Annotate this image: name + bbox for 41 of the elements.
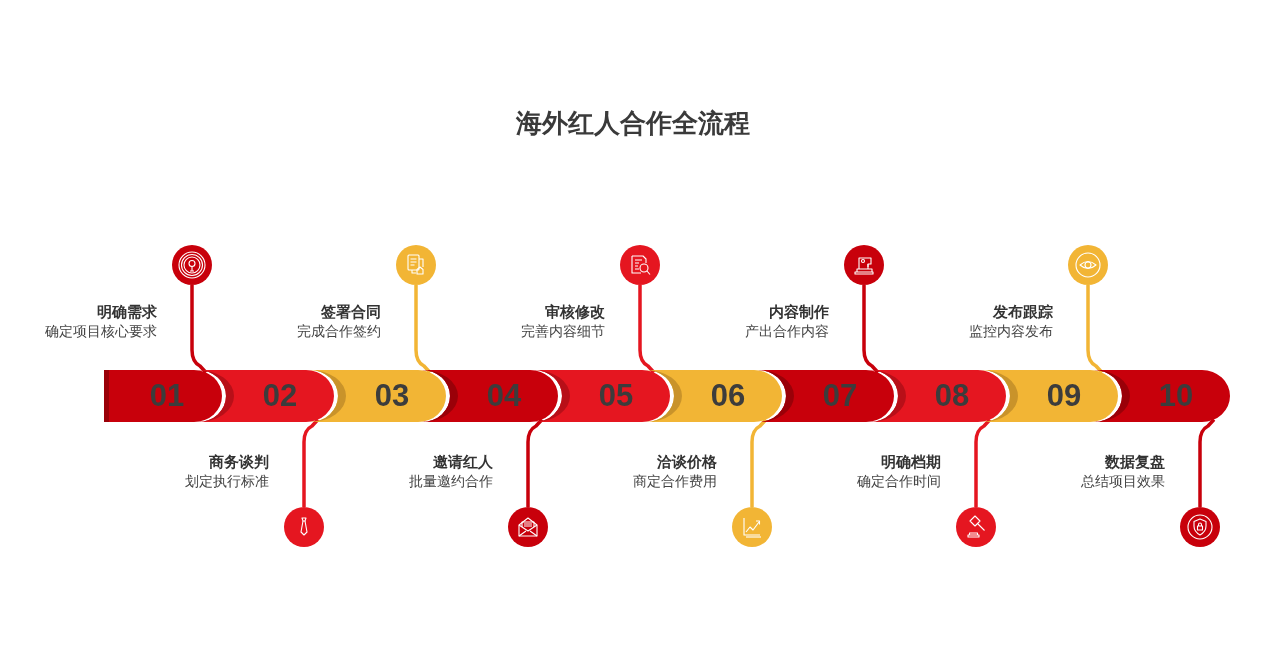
step-number: 05	[598, 379, 634, 413]
connector-line	[862, 285, 880, 374]
step-number: 03	[374, 379, 410, 413]
step-title: 商务谈判	[209, 453, 269, 472]
diagram-title: 海外红人合作全流程	[515, 107, 750, 139]
step-title: 审核修改	[545, 303, 605, 322]
step-description: 产出合作内容	[745, 322, 829, 340]
step-description: 划定执行标准	[185, 472, 269, 490]
connector-line	[750, 418, 768, 507]
step-description: 确定合作时间	[857, 472, 941, 490]
step-title: 内容制作	[769, 303, 829, 322]
step-title: 明确档期	[881, 453, 941, 472]
connector-line	[1086, 285, 1104, 374]
step-title: 洽谈价格	[657, 453, 717, 472]
step-description: 批量邀约合作	[409, 472, 493, 490]
step-number: 09	[1046, 379, 1082, 413]
connector-line	[526, 418, 544, 507]
connector-line	[302, 418, 320, 507]
step-number: 07	[822, 379, 858, 413]
step-description: 商定合作费用	[633, 472, 717, 490]
step-description: 总结项目效果	[1081, 472, 1165, 490]
step-title: 发布跟踪	[993, 303, 1053, 322]
step-description: 完善内容细节	[521, 322, 605, 340]
step-number: 10	[1158, 379, 1194, 413]
step-number: 04	[486, 379, 522, 413]
step-title: 邀请红人	[433, 453, 493, 472]
step-description: 完成合作签约	[297, 322, 381, 340]
step-title: 数据复盘	[1105, 453, 1165, 472]
connector-line	[974, 418, 992, 507]
step-description: 确定项目核心要求	[45, 322, 157, 340]
step-title: 签署合同	[321, 303, 381, 322]
step-number: 01	[149, 379, 185, 413]
connector-line	[1198, 418, 1216, 507]
step-number: 02	[262, 379, 298, 413]
step-description: 监控内容发布	[969, 322, 1053, 340]
connector-line	[638, 285, 656, 374]
step-title: 明确需求	[97, 303, 157, 322]
step-number: 08	[934, 379, 970, 413]
step-number: 06	[710, 379, 746, 413]
connector-line	[414, 285, 432, 374]
connector-line	[190, 285, 208, 374]
